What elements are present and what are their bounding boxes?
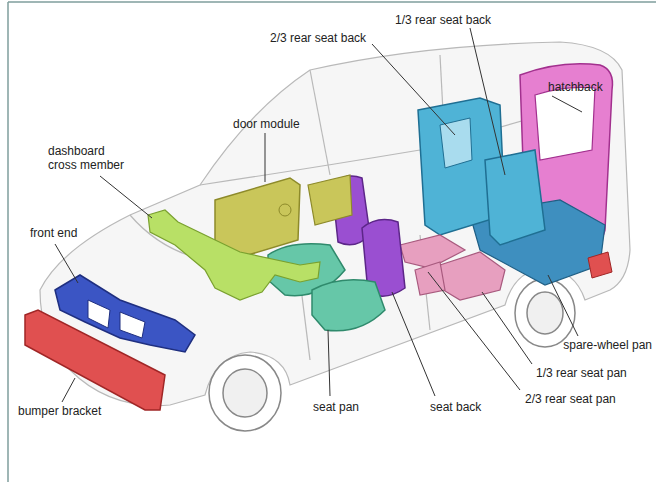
- part-label: 2/3 rear seat back: [270, 31, 366, 45]
- part-label: spare-wheel pan: [563, 338, 652, 352]
- part-label: 2/3 rear seat pan: [525, 392, 616, 406]
- part-label: front end: [30, 226, 77, 240]
- part-label: 1/3 rear seat back: [395, 13, 491, 27]
- part-label: hatchback: [548, 80, 603, 94]
- part-label: door module: [233, 117, 300, 131]
- part-label: seat back: [430, 400, 481, 414]
- part-label: 1/3 rear seat pan: [536, 366, 627, 380]
- part-label: bumper bracket: [18, 404, 101, 418]
- part-label: dashboard cross member: [48, 144, 130, 172]
- part-label: seat pan: [313, 400, 359, 414]
